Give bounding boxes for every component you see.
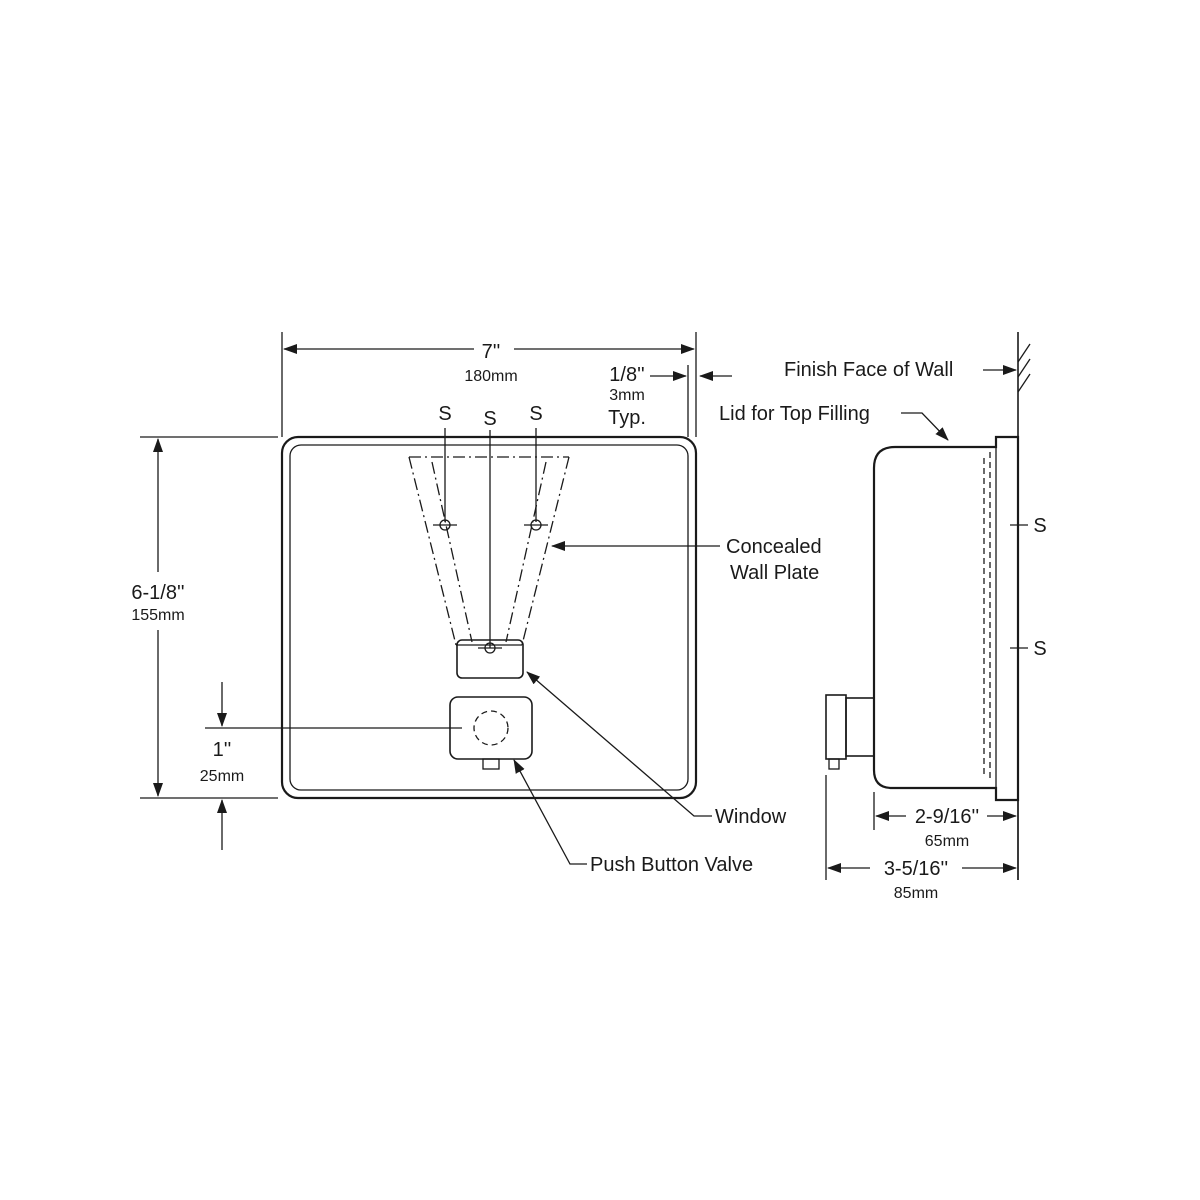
wall-label: Finish Face of Wall bbox=[784, 359, 953, 381]
height-imperial: 6-1/8'' bbox=[131, 582, 184, 604]
push-button-valve bbox=[449, 696, 533, 770]
callout-window: Window bbox=[715, 806, 787, 828]
lid-label: Lid for Top Filling bbox=[719, 403, 870, 425]
gap-metric: 3mm bbox=[609, 387, 645, 404]
depth-body-metric: 65mm bbox=[925, 833, 969, 850]
soap-level-window bbox=[456, 639, 524, 679]
depth-total-imperial: 3-5/16'' bbox=[884, 858, 948, 880]
screw-mark-center: S bbox=[483, 408, 496, 430]
button-offset-metric: 25mm bbox=[200, 768, 244, 785]
depth-body-imperial: 2-9/16'' bbox=[915, 806, 979, 828]
push-button-side bbox=[825, 694, 875, 770]
width-metric: 180mm bbox=[464, 368, 517, 385]
callout-push-button-valve: Push Button Valve bbox=[590, 854, 753, 876]
dispenser-front-inner-outline bbox=[289, 444, 689, 791]
button-offset-imperial: 1'' bbox=[213, 739, 232, 761]
front-view: S S S 7'' 180mm 1/8'' 3mm Typ. 6-1/8'' 1… bbox=[131, 332, 822, 876]
side-view: S S Finish Face of Wall Lid for Top Fill… bbox=[719, 332, 1047, 902]
callout-wall-plate-line2: Wall Plate bbox=[730, 562, 819, 584]
screw-locations-front bbox=[433, 428, 548, 654]
gap-imperial: 1/8'' bbox=[609, 364, 644, 386]
side-screw-mark-upper: S bbox=[1033, 515, 1046, 537]
concealed-wall-plate bbox=[408, 456, 570, 646]
depth-total-metric: 85mm bbox=[894, 885, 938, 902]
side-screw-mark-lower: S bbox=[1033, 638, 1046, 660]
width-imperial: 7'' bbox=[482, 341, 501, 363]
dispenser-front-outline bbox=[280, 435, 698, 800]
screw-mark-right: S bbox=[529, 403, 542, 425]
gap-note: Typ. bbox=[608, 407, 646, 429]
callout-wall-plate-line1: Concealed bbox=[726, 536, 822, 558]
height-metric: 155mm bbox=[131, 607, 184, 624]
screw-mark-left: S bbox=[438, 403, 451, 425]
dispenser-side-body bbox=[872, 435, 1020, 802]
